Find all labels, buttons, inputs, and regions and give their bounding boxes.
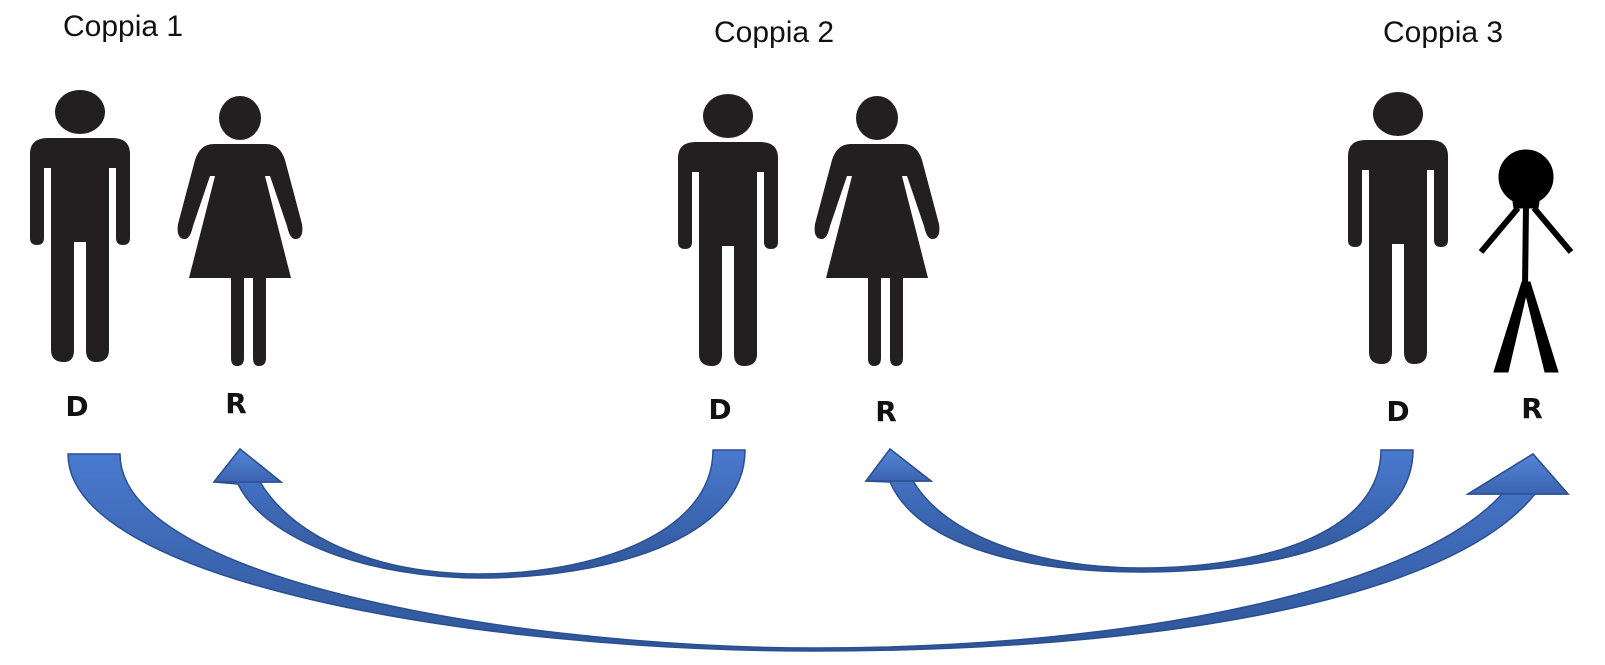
pair-2-recipient-label: R <box>875 395 897 428</box>
arrow-pair3-donor-to-pair2-recipient <box>864 447 1414 573</box>
pair-3-donor-label: D <box>1386 395 1410 428</box>
pair-3-title: Coppia 3 <box>1383 16 1504 49</box>
pair-1-title: Coppia 1 <box>63 10 184 43</box>
arrow-pair1-donor-to-pair3-recipient <box>67 453 1570 652</box>
pair-1-donor-man-icon <box>30 90 130 362</box>
pair-2-recipient-woman-icon <box>814 96 940 366</box>
pair-1-recipient-label: R <box>225 387 247 420</box>
pair-3-donor-man-icon <box>1348 92 1448 364</box>
pair-3-recipient-child-icon <box>1481 150 1571 372</box>
arrow-pair2-donor-to-pair1-recipient <box>212 447 746 579</box>
pair-3-recipient-label: R <box>1521 392 1543 425</box>
pair-2-title: Coppia 2 <box>714 16 835 49</box>
pair-1-donor-label: D <box>65 390 89 423</box>
pair-2-donor-label: D <box>708 393 732 426</box>
pair-1-recipient-woman-icon <box>177 96 303 366</box>
pair-2-donor-man-icon <box>678 94 778 366</box>
